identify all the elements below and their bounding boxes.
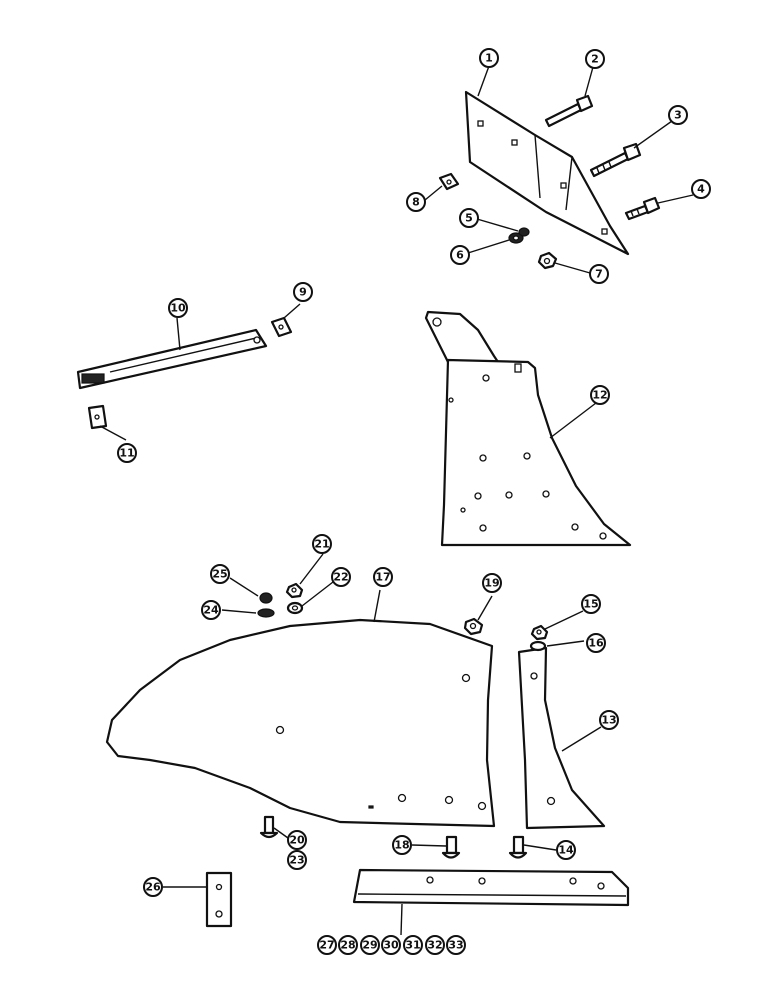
callout-16: 16 [586,633,606,653]
svg-text:12: 12 [592,389,607,402]
svg-text:23: 23 [289,854,304,867]
svg-text:13: 13 [601,714,616,727]
svg-text:27: 27 [319,939,334,952]
callout-29: 29 [360,935,380,955]
callout-31: 31 [403,935,423,955]
nut-washer-24-25 [257,592,275,618]
svg-text:33: 33 [448,939,463,952]
callout-23: 23 [287,850,307,870]
callout-22: 22 [331,567,351,587]
callout-1: 1 [479,48,499,68]
callout-12: 12 [590,385,610,405]
svg-text:3: 3 [674,109,682,122]
svg-text:17: 17 [375,571,390,584]
svg-text:2: 2 [591,53,599,66]
callout-26: 26 [143,877,163,897]
callout-27: 27 [317,935,337,955]
svg-text:32: 32 [427,939,442,952]
callout-8: 8 [406,192,426,212]
callout-3: 3 [668,105,688,125]
plate-9 [270,316,293,338]
svg-text:22: 22 [333,571,348,584]
callout-5: 5 [459,208,479,228]
svg-text:1: 1 [485,52,493,65]
moldboard [105,618,496,828]
svg-text:5: 5 [465,212,473,225]
leader-lines [99,65,694,936]
bolt-4 [624,196,661,221]
svg-text:30: 30 [383,939,399,952]
svg-text:8: 8 [412,196,420,209]
callout-9: 9 [293,282,313,302]
callout-13: 13 [599,710,619,730]
svg-text:25: 25 [212,568,227,581]
svg-text:26: 26 [145,881,161,894]
shin-plate [517,646,606,830]
svg-text:9: 9 [299,286,307,299]
bolt-3 [589,142,642,178]
bolt-14 [508,835,528,859]
svg-text:6: 6 [456,249,464,262]
svg-text:7: 7 [595,268,603,281]
nut-7 [537,251,558,270]
svg-text:24: 24 [203,604,219,617]
nut-washer-21-22 [285,582,304,615]
svg-text:14: 14 [558,844,574,857]
callout-20: 20 [287,830,307,850]
svg-text:31: 31 [405,939,420,952]
svg-text:16: 16 [588,637,604,650]
callout-11: 11 [117,443,137,463]
svg-text:10: 10 [170,302,186,315]
callout-4: 4 [691,179,711,199]
svg-text:29: 29 [362,939,377,952]
bolt-20 [259,815,279,839]
callout-24: 24 [201,600,221,620]
callout-25: 25 [210,564,230,584]
callout-18: 18 [392,835,412,855]
brace-bar [76,328,268,390]
svg-text:18: 18 [394,839,409,852]
bolt-2 [544,94,594,128]
callout-17: 17 [373,567,393,587]
callout-33: 33 [446,935,466,955]
svg-text:21: 21 [314,538,329,551]
callout-14: 14 [556,840,576,860]
svg-text:11: 11 [119,447,134,460]
callout-28: 28 [338,935,358,955]
plate-11 [87,404,108,430]
svg-text:19: 19 [484,577,499,590]
callout-7: 7 [589,264,609,284]
svg-text:20: 20 [289,834,305,847]
callout-6: 6 [450,245,470,265]
square-nut-8 [438,172,460,191]
plate-26 [205,871,233,928]
callout-19: 19 [482,573,502,593]
bolt-18 [441,835,461,859]
callout-10: 10 [168,298,188,318]
callout-30: 30 [381,935,401,955]
nut-washer-15-16 [529,624,549,652]
callout-32: 32 [425,935,445,955]
washer-nut-5-6 [508,227,530,244]
share-plate [464,90,630,256]
share-bar [352,868,630,907]
svg-text:15: 15 [583,598,598,611]
frog [424,310,632,547]
nut-19 [463,617,484,636]
callout-2: 2 [585,49,605,69]
svg-text:4: 4 [697,183,705,196]
svg-text:28: 28 [340,939,355,952]
callout-21: 21 [312,534,332,554]
callout-15: 15 [581,594,601,614]
